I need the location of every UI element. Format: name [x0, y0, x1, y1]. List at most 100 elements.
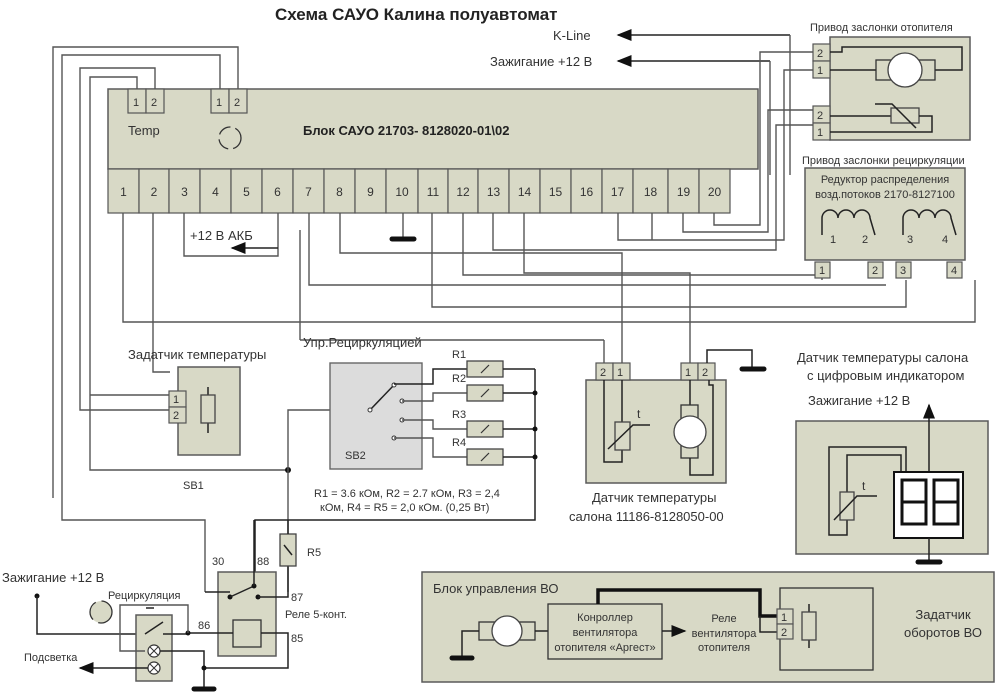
pin-label: 1: [817, 127, 823, 139]
wire: [461, 630, 479, 657]
resistor-mark: [480, 424, 490, 434]
pin-label: 3: [900, 265, 906, 277]
k-line-label: K-Line: [553, 28, 591, 43]
main-pin-label: 12: [456, 185, 470, 199]
sensor-hole-icon: [218, 126, 242, 150]
relay-switch: [229, 585, 255, 598]
main-pin-16: [570, 168, 603, 214]
switch-lever: [369, 384, 395, 411]
recirc-pin-3: [895, 261, 912, 279]
lamp-cross: [149, 646, 159, 656]
controller-label-1: Конроллер: [577, 612, 633, 624]
fan-motor-icon: [673, 415, 707, 449]
ignition-left-label: Зажигание +12 В: [2, 570, 104, 585]
main-pin-label: 16: [580, 185, 594, 199]
fan-setter-pin-2: [776, 623, 794, 640]
seven-segment-display: [893, 471, 964, 539]
pin-label: 2: [781, 627, 787, 639]
main-pin-label: 1: [120, 185, 127, 199]
ignition-display-label: Зажигание +12 В: [808, 393, 910, 408]
junction-dot: [532, 426, 538, 432]
temp-setter-title: Задатчик температуры: [128, 347, 266, 362]
cabin-sensor-caption-2: салона 11186-8128050-00: [569, 509, 724, 524]
main-pin-label: 13: [487, 185, 501, 199]
pin-label: 2: [702, 367, 708, 379]
recirc-pin-1: [814, 261, 831, 279]
wire: [79, 67, 170, 411]
main-pin-14: [508, 168, 541, 214]
resistor-label: R2: [452, 373, 466, 385]
main-pin-10: [385, 168, 419, 214]
wire: [122, 213, 976, 323]
fan-setter-resistor: [801, 611, 817, 641]
main-pin-4: [199, 168, 232, 214]
recirc-pin-2: [867, 261, 884, 279]
main-pin-label: 19: [677, 185, 691, 199]
recirc-pin-4: [946, 261, 963, 279]
potentiometer-wiper: [875, 103, 917, 129]
temp-label: Temp: [128, 123, 160, 138]
heater-damper-title: Привод заслонки отопителя: [810, 22, 953, 34]
wire: [119, 604, 189, 652]
recirc-control-body: [329, 362, 423, 470]
main-pin-8: [323, 168, 356, 214]
sb2-label: SB2: [345, 450, 366, 462]
wire: [394, 437, 467, 458]
main-pin-17: [601, 168, 634, 214]
wire: [689, 380, 714, 476]
main-pin-label: 15: [549, 185, 563, 199]
resistor-mark: [283, 544, 293, 556]
main-pin-label: 11: [427, 185, 440, 199]
backlight-label: Подсветка: [24, 652, 78, 664]
aux-pin-2: [228, 88, 248, 114]
heater-damper-body: [829, 36, 971, 141]
aux-pin-2-label: 2: [234, 97, 240, 109]
sb1-label: SB1: [183, 480, 204, 492]
recirc-damper-title: Привод заслонки рециркуляции: [802, 155, 965, 167]
wire: [492, 124, 813, 251]
pin-label: 2: [817, 110, 823, 122]
coil-label: 2: [862, 234, 868, 246]
main-pin-20: [698, 168, 731, 214]
coil-icon: [902, 209, 957, 236]
cabin-sensor-caption-1: Датчик температуры: [592, 490, 716, 505]
fan-controller-box: [547, 603, 663, 660]
pin-label: 1: [685, 367, 691, 379]
main-pin-label: 5: [243, 185, 250, 199]
wire: [308, 213, 886, 286]
thermistor-label: t: [862, 479, 866, 493]
main-pin-label: 20: [708, 185, 722, 199]
main-pin-label: 2: [151, 185, 158, 199]
digit-1: [900, 478, 928, 526]
relay-pin-85: 85: [291, 633, 303, 645]
wire: [339, 213, 623, 365]
wire: [52, 46, 239, 498]
pin-label: 1: [173, 394, 179, 406]
wire: [204, 632, 289, 669]
recirc-damper-label-1: Редуктор распределения: [821, 174, 949, 186]
diagram-title: Схема САУО Калина полуавтомат: [275, 5, 558, 24]
relay-coil: [232, 619, 262, 648]
main-pin-label: 4: [212, 185, 219, 199]
pin-label: 4: [951, 265, 957, 277]
junction-dot: [201, 665, 207, 671]
main-pin-label: 18: [644, 185, 658, 199]
wire: [682, 109, 813, 233]
resistor-note-1: R1 = 3.6 кОм, R2 = 2.7 кОм, R3 = 2,4: [314, 488, 500, 500]
pin-label: 1: [781, 612, 787, 624]
fan-relay-label-2: вентилятора: [692, 628, 758, 640]
fan-relay-label-1: Реле: [711, 613, 736, 625]
wire: [617, 69, 813, 241]
wire: [89, 76, 288, 471]
main-pin-13: [477, 168, 510, 214]
digit-2: [932, 478, 960, 526]
relay-pin-88: 88: [257, 556, 269, 568]
akb-label: +12 В АКБ: [190, 228, 253, 243]
resistor-label: R3: [452, 409, 466, 421]
wire: [402, 419, 467, 430]
wire: [36, 596, 145, 635]
wire: [394, 368, 467, 385]
coil-icon: [821, 209, 876, 236]
main-pin-label: 10: [395, 185, 409, 199]
